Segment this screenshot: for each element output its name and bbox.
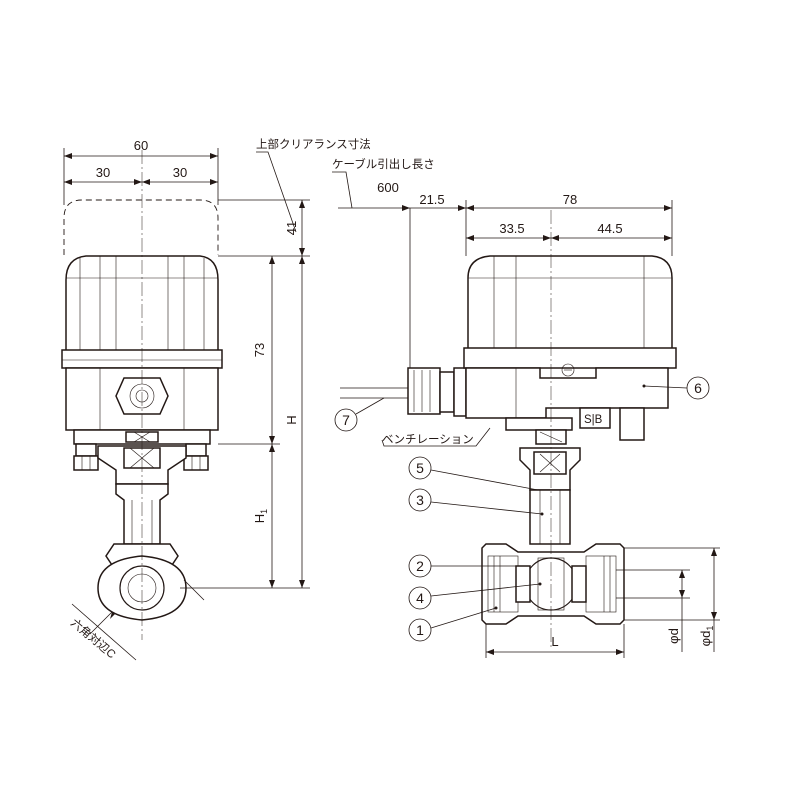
- callout-5: [408, 456, 432, 480]
- svg-text:2: 2: [416, 558, 424, 574]
- callout-7: [334, 408, 358, 432]
- side-actuator-cover: [467, 255, 673, 351]
- marking-sb: S|B: [584, 414, 603, 426]
- svg-text:6: 6: [694, 380, 702, 396]
- dim-78: 78: [563, 192, 577, 207]
- side-view: S|B: [340, 208, 677, 650]
- part-callouts: 7 6 5 3 2 4 1: [334, 376, 710, 642]
- dim-30-right: 30: [173, 165, 187, 180]
- dim-h1: H1: [252, 509, 269, 523]
- svg-text:1: 1: [416, 622, 424, 638]
- dim-41: 41: [284, 221, 299, 235]
- dim-44-5: 44.5: [597, 221, 622, 236]
- port-bore: [119, 565, 165, 611]
- seat-left: [515, 565, 531, 603]
- dim-phi-d1: φd1: [698, 626, 715, 647]
- bolt-left: [75, 443, 97, 457]
- side-flange: [463, 347, 677, 369]
- cable-label: ケーブル引出し長さ: [332, 157, 435, 171]
- front-view: [61, 150, 223, 640]
- dim-33-5: 33.5: [499, 221, 524, 236]
- side-dimensions: 600 ケーブル引出し長さ 21.5 78 33.5 44.5 L φd: [332, 157, 720, 658]
- callout-1: [408, 618, 432, 642]
- vent-label: ベンチレーション: [382, 433, 474, 446]
- side-stem-neck: [529, 489, 571, 545]
- clearance-outline: [63, 199, 219, 255]
- cable-leader: [332, 171, 353, 209]
- dim-h: H: [284, 415, 299, 424]
- svg-text:4: 4: [416, 590, 424, 606]
- dim-21-5: 21.5: [419, 192, 444, 207]
- cable-gland: [407, 367, 441, 415]
- dim-30-left: 30: [96, 165, 110, 180]
- vent-leader: [381, 427, 491, 447]
- dim-60: 60: [134, 138, 148, 153]
- callout-4: [408, 586, 432, 610]
- svg-text:5: 5: [416, 460, 424, 476]
- svg-text:3: 3: [416, 492, 424, 508]
- dim-l: L: [551, 634, 558, 649]
- dim-73: 73: [252, 343, 267, 357]
- clearance-label: 上部クリアランス寸法: [256, 137, 371, 151]
- svg-text:7: 7: [342, 412, 350, 428]
- callout-3: [408, 488, 432, 512]
- dim-phi-d: φd: [666, 628, 681, 644]
- clearance-leader: [256, 151, 297, 233]
- bolt-right: [185, 443, 207, 457]
- seat-right: [571, 565, 587, 603]
- dim-600: 600: [377, 180, 399, 195]
